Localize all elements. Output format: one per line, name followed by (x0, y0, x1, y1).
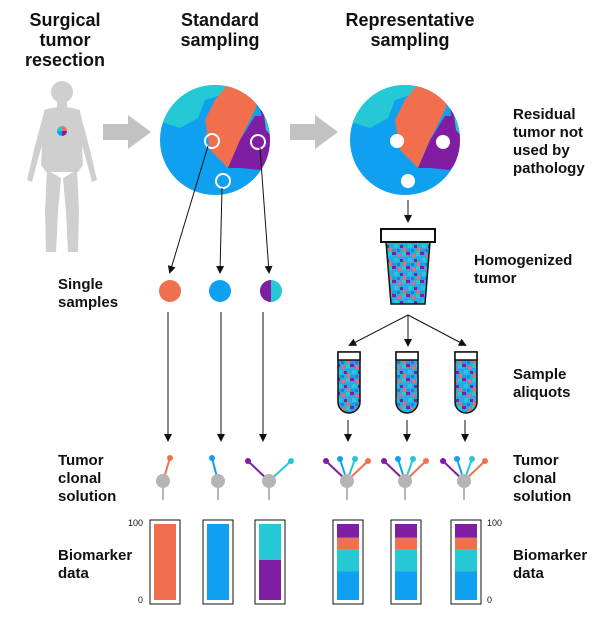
big-arrow-icon (290, 115, 338, 149)
label-sample-aliquots: Sample aliquots (513, 366, 571, 401)
label-single-samples: Single samples (58, 276, 119, 311)
clonal-tree-full-icon (381, 456, 429, 500)
bar-segment-orange (337, 537, 359, 550)
sample-blue-icon (209, 280, 231, 302)
label-biomarker-left: Biomarker data (58, 547, 133, 582)
label-biomarker-right: Biomarker data (513, 547, 588, 582)
bar-segment-purple (337, 524, 359, 538)
big-arrow-icon (103, 115, 151, 149)
clonal-tree-mixed-icon (245, 458, 294, 500)
aliquot-tube-icon (395, 351, 419, 414)
bar-segment-cyan (395, 549, 417, 572)
arrow-sample-3 (259, 147, 273, 274)
header-surgical: Surgical tumor resection (24, 10, 106, 70)
bar-segment-purple (455, 524, 477, 538)
label-clonal-left: Tumor clonal solution (58, 452, 117, 505)
label-homogenized: Homogenized tumor (474, 252, 573, 287)
axis-min-right: 0 (487, 595, 493, 605)
bar-segment-purple (259, 559, 281, 600)
tumor-representative-icon (350, 85, 460, 195)
human-body-icon (27, 81, 97, 252)
header-representative: Representative sampling (345, 10, 475, 50)
clonal-tree-orange-icon (156, 455, 173, 500)
bar-segment-orange (455, 537, 477, 550)
bar-segment-cyan (455, 549, 477, 572)
homogenized-cup-icon (380, 228, 436, 305)
sample-mixed-icon (260, 280, 282, 302)
axis-max-right: 100 (487, 518, 503, 528)
bar-segment-purple (395, 524, 417, 538)
axis-min-left: 0 (138, 595, 144, 605)
bar-segment-orange (154, 524, 176, 600)
bar-segment-blue (455, 571, 477, 600)
bar-segment-blue (207, 524, 229, 600)
bar-segment-blue (337, 571, 359, 600)
tumor-standard-icon (160, 85, 270, 195)
clonal-tree-full-icon (440, 456, 488, 500)
bar-segment-blue (395, 571, 417, 600)
label-residual: Residual tumor not used by pathology (513, 106, 585, 177)
clonal-tree-full-icon (323, 456, 371, 500)
arrow-sample-2 (216, 187, 225, 274)
arrow-sample-1 (167, 145, 209, 274)
bar-segment-cyan (259, 524, 281, 560)
bar-segment-orange (395, 537, 417, 550)
biomarker-bars (149, 519, 482, 605)
aliquot-tube-icon (337, 351, 361, 414)
header-standard: Standard sampling (180, 10, 260, 50)
sample-orange-icon (159, 280, 181, 302)
axis-max-left: 100 (128, 518, 144, 528)
bar-segment-cyan (337, 549, 359, 572)
aliquot-tube-icon (454, 351, 478, 414)
clonal-tree-blue-icon (209, 455, 225, 500)
label-clonal-right: Tumor clonal solution (513, 452, 572, 505)
